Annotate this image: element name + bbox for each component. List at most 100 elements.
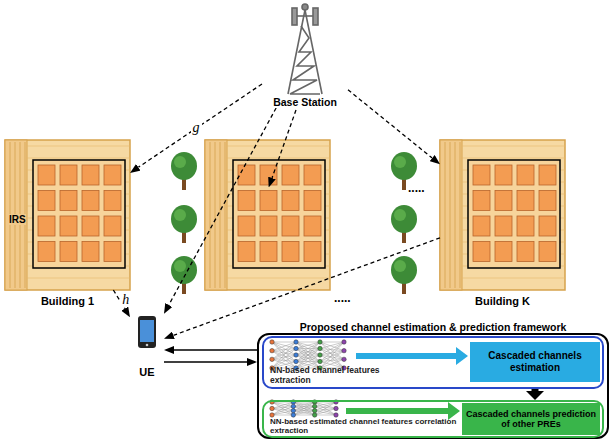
base-station: Base Station: [262, 2, 348, 108]
tree-illustration: [394, 260, 406, 272]
neural-network-icon: [296, 342, 320, 343]
building-illustration: [104, 242, 121, 262]
neural-network-icon: [318, 346, 322, 350]
neural-network-icon: [320, 342, 344, 351]
neural-network-icon: [315, 402, 336, 415]
building-illustration: [304, 216, 321, 236]
building-illustration: [473, 242, 490, 262]
neural-network-icon: [293, 402, 314, 415]
ellipsis-label: .....: [334, 292, 351, 304]
neural-network-icon: [296, 342, 320, 362]
building-illustration: [495, 216, 512, 236]
building: IRSBuilding 1: [5, 140, 130, 290]
building-illustration: [473, 165, 490, 185]
data-arrow: [174, 349, 257, 350]
node-label: UE: [139, 366, 154, 378]
neural-network-icon: [315, 409, 336, 416]
building-illustration: [225, 142, 226, 288]
building-illustration: [238, 242, 255, 262]
building-illustration: [517, 165, 534, 185]
neural-network-icon: [270, 400, 338, 417]
building-illustration: [33, 160, 125, 268]
building-illustration: [27, 158, 130, 159]
tree-illustration: [394, 209, 406, 221]
neural-network-icon: [312, 408, 316, 412]
building-illustration: [282, 216, 299, 236]
building-illustration: [462, 146, 565, 147]
flow-arrow: [456, 347, 468, 365]
building-illustration: [517, 191, 534, 211]
building-illustration: [539, 165, 556, 185]
building-illustration: [517, 242, 534, 262]
tree-illustration: [174, 260, 186, 272]
neural-network-icon: [270, 406, 274, 410]
channel-symbol: h: [120, 293, 131, 307]
neural-network-icon: [318, 353, 322, 357]
neural-network-icon: [272, 342, 296, 362]
building-illustration: [468, 160, 560, 268]
base-station-tower: [302, 4, 308, 10]
neural-network-icon: [320, 342, 344, 362]
neural-network-icon: [342, 357, 346, 361]
base-station-tower: [313, 8, 318, 25]
neural-network-icon: [272, 415, 293, 416]
building-illustration: [260, 216, 277, 236]
incident-ray: [272, 110, 296, 178]
building-illustration: [104, 165, 121, 185]
neural-network-icon: [320, 351, 344, 355]
tree-illustration: [174, 209, 186, 221]
neural-network-icon: [320, 351, 344, 362]
neural-network-icon: [294, 346, 298, 350]
neural-network-icon: [318, 340, 322, 344]
channel-link: [348, 90, 432, 158]
tree-illustration: [391, 152, 417, 180]
tree-illustration: [171, 256, 197, 284]
neural-network-icon: [296, 342, 320, 355]
neural-network-icon: [342, 340, 346, 344]
tree-illustration: [174, 156, 186, 168]
tree-illustration: [171, 152, 197, 180]
neural-network-icon: [312, 413, 316, 417]
building-illustration: [38, 191, 55, 211]
building-illustration: [450, 142, 451, 288]
building-illustration: [440, 140, 462, 290]
framework-panel: Cascaded channels estimationNN-based cha…: [257, 333, 609, 439]
neural-network-icon: [294, 340, 298, 344]
building-illustration: [82, 216, 99, 236]
tree-illustration: [391, 256, 417, 284]
building-illustration: [440, 140, 565, 290]
building-illustration: [60, 165, 77, 185]
building-illustration: [282, 242, 299, 262]
part-label: IRS: [9, 214, 26, 225]
node-label: Base Station: [271, 96, 339, 108]
ellipsis-label: .....: [408, 182, 425, 194]
phone-icon: [138, 316, 156, 348]
base-station-tower: [288, 4, 322, 94]
building-illustration: [495, 165, 512, 185]
neural-network-icon: [272, 349, 296, 369]
node-label: Building K: [475, 295, 530, 307]
building-illustration: [227, 278, 330, 279]
base-station-tower: [292, 8, 297, 25]
building-illustration: [104, 216, 121, 236]
neural-network-icon: [294, 353, 298, 357]
building-illustration: [38, 242, 55, 262]
neural-network-icon: [270, 340, 274, 344]
building-illustration: [5, 140, 27, 290]
building-illustration: [82, 165, 99, 185]
building-illustration: [5, 140, 130, 290]
base-station-tower: [290, 26, 320, 94]
process-box: Cascaded channels prediction of other PR…: [462, 403, 600, 435]
neural-network-icon: [270, 357, 274, 361]
neural-network-icon: [320, 342, 344, 343]
building-illustration: [238, 165, 255, 185]
phone-icon: [138, 316, 156, 348]
building-illustration: [260, 191, 277, 211]
building-illustration: [238, 216, 255, 236]
building-illustration: [304, 191, 321, 211]
neural-network-icon: [293, 406, 314, 415]
building-illustration: [462, 158, 565, 159]
neural-network-icon: [296, 342, 320, 349]
phone-icon: [140, 320, 154, 342]
neural-network-icon: [272, 342, 296, 368]
